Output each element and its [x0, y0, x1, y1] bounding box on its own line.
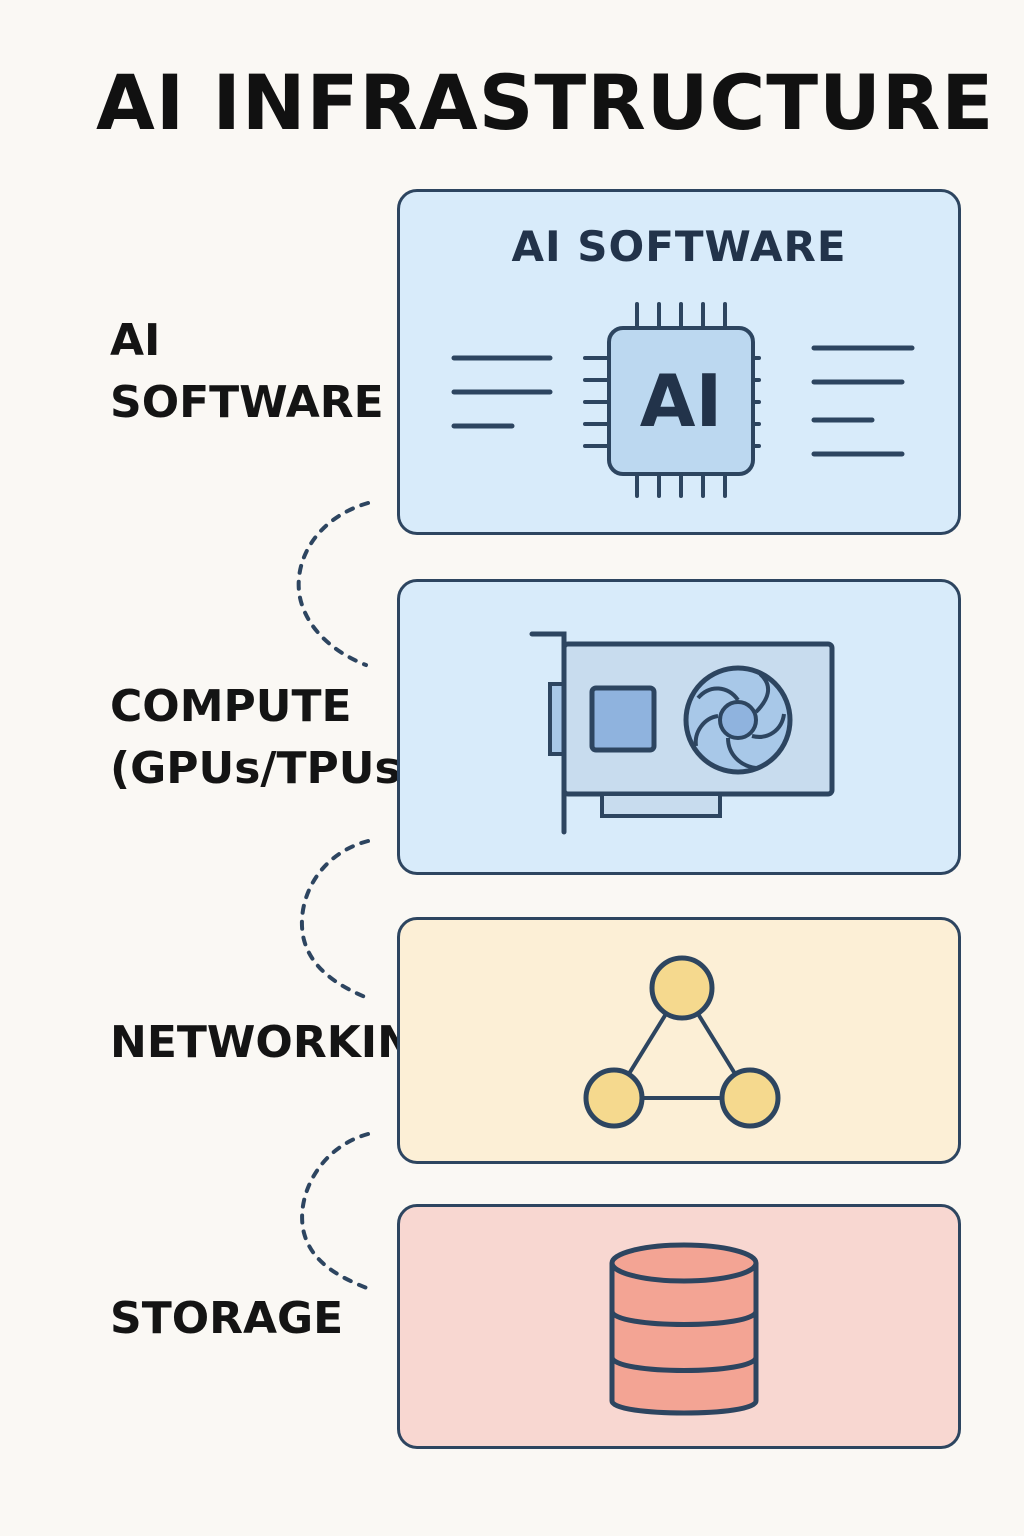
gpu-card-icon	[529, 631, 835, 835]
panel-compute	[397, 579, 961, 875]
chip-label: AI	[640, 359, 723, 443]
label-ai-software: AI SOFTWARE	[110, 310, 384, 434]
text-lines-left-icon	[451, 355, 553, 429]
panel-ai-software: AI SOFTWARE AI	[397, 189, 961, 535]
label-compute-line2: (GPUs/TPUs)	[110, 743, 421, 794]
label-storage-line1: STORAGE	[110, 1293, 344, 1344]
connector-networking-storage	[300, 1132, 374, 1292]
connector-software-compute	[296, 501, 370, 667]
page-title: AI INFRASTRUCTURE	[96, 58, 995, 147]
panel-networking	[397, 917, 961, 1164]
label-networking: NETWORKING	[110, 1012, 450, 1074]
label-compute-line1: COMPUTE	[110, 681, 352, 732]
text-lines-right-icon	[811, 345, 915, 457]
panel-ai-software-title: AI SOFTWARE	[511, 222, 847, 271]
database-icon	[609, 1242, 759, 1416]
label-networking-line1: NETWORKING	[110, 1017, 451, 1068]
panel-storage	[397, 1204, 961, 1449]
label-ai-software-line2: SOFTWARE	[110, 377, 384, 428]
network-nodes-icon	[583, 955, 781, 1129]
label-storage: STORAGE	[110, 1288, 343, 1350]
label-compute: COMPUTE (GPUs/TPUs)	[110, 676, 421, 800]
connector-compute-networking	[299, 839, 372, 1001]
label-ai-software-line1: AI	[110, 315, 161, 366]
ai-chip-icon: AI	[583, 302, 761, 498]
